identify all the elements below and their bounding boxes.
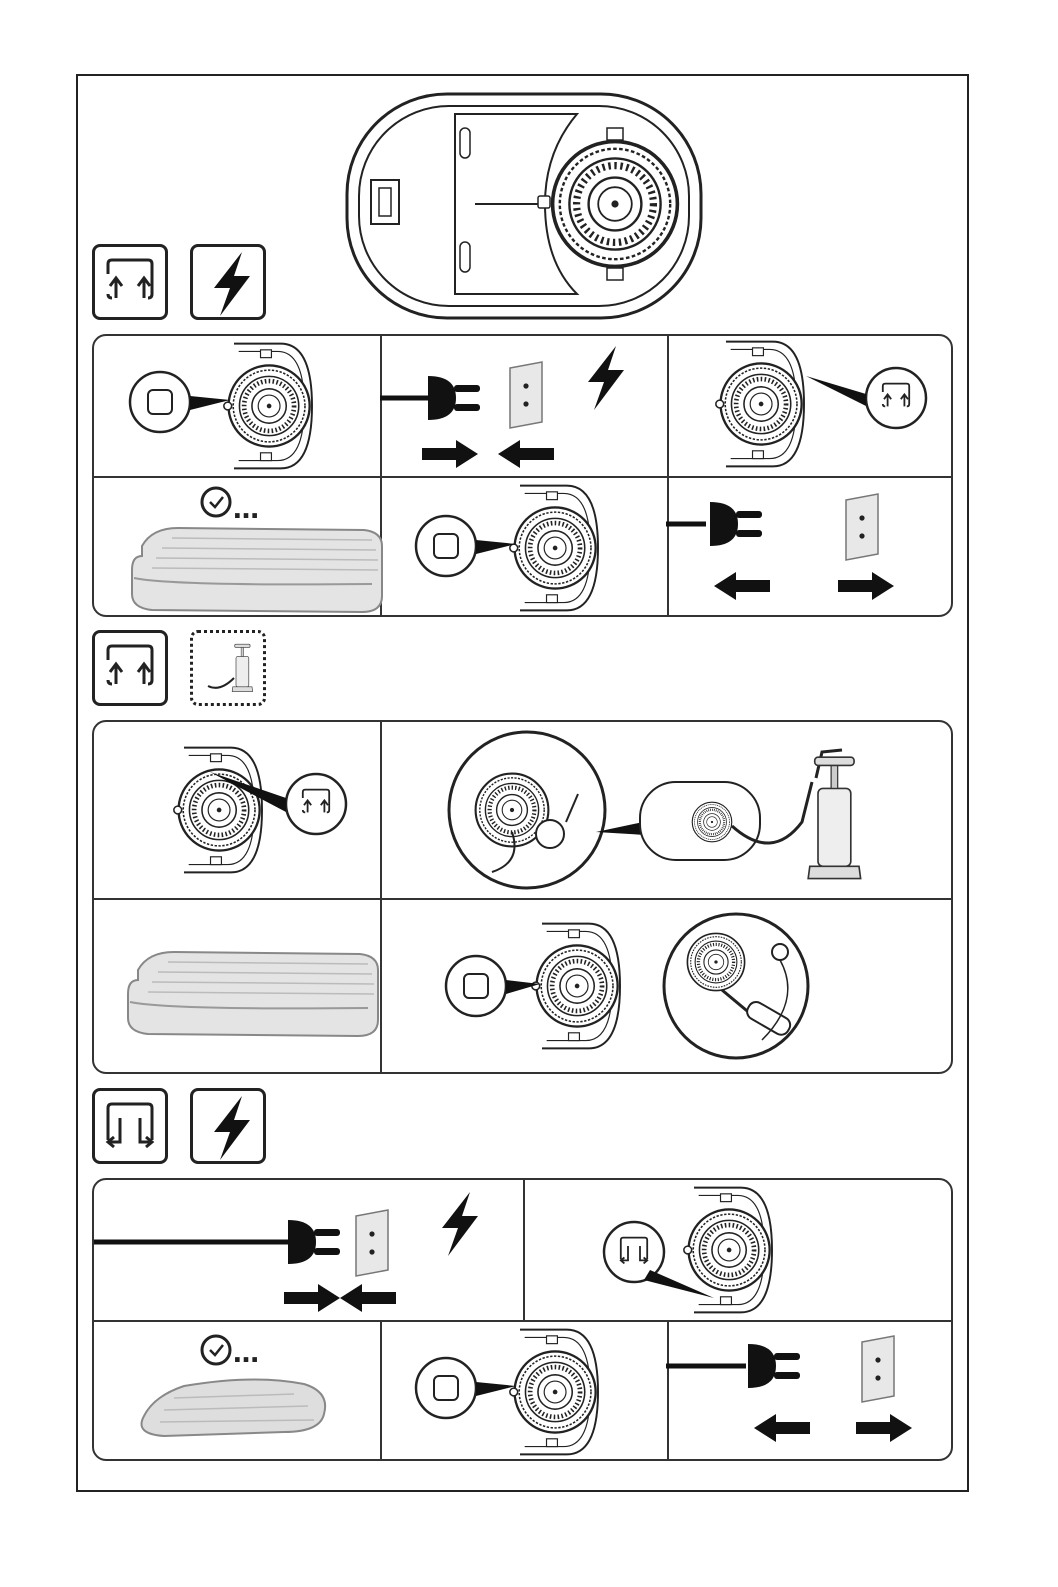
step-set-inflate-manual: [94, 722, 380, 898]
step-unplug-deflate: [666, 1322, 952, 1462]
step-inflated-mattress: [94, 900, 380, 1076]
step-close-valve: [380, 478, 666, 618]
step-open-valve: [94, 336, 380, 476]
inflate-mode-icon: [92, 630, 168, 706]
electric-bolt-icon: [190, 1088, 266, 1164]
wait-dots: …: [233, 495, 262, 525]
step-unplug: [666, 478, 952, 618]
step-set-inflate: [666, 336, 952, 476]
valve-overview-illustration: [345, 92, 705, 322]
wait-dots: …: [233, 1339, 262, 1369]
step-plug-in-deflate: [94, 1180, 522, 1320]
step-close-valve-detach-pump: [382, 900, 952, 1076]
step-close-valve-deflate: [380, 1322, 666, 1462]
deflate-mode-icon: [92, 1088, 168, 1164]
hand-pump-icon: [190, 630, 266, 706]
step-attach-hand-pump: [382, 722, 952, 898]
electric-bolt-icon: [190, 244, 266, 320]
inflate-mode-icon: [92, 244, 168, 320]
step-plug-in: [380, 336, 666, 476]
step-set-deflate: [524, 1180, 952, 1320]
